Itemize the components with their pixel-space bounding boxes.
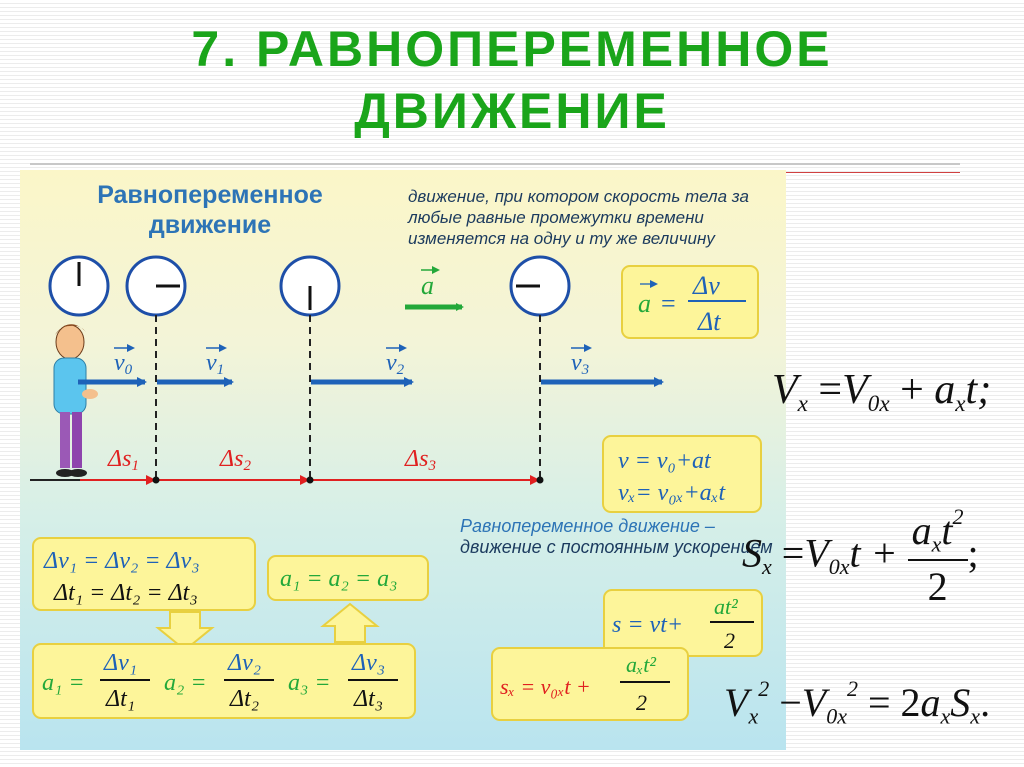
svg-text:a₃ =: a₃ = [288, 670, 331, 696]
formula-box-velocity: v = v₀+at vₓ= v₀ₓ+aₓt [602, 435, 762, 513]
svg-text:a₁ = a₂ = a₃: a₁ = a₂ = a₃ [280, 566, 397, 592]
velocity-label: v0 [114, 350, 133, 378]
svg-text:aₓt²: aₓt² [626, 652, 656, 677]
displacement-label: Δs1 [107, 446, 139, 474]
figure-heading: Равнопеременное движение [60, 180, 360, 240]
svg-text:s = vt+: s = vt+ [612, 612, 683, 638]
slide-title-line1: 7. РАВНОПЕРЕМЕННОЕ [191, 21, 833, 77]
time-point [536, 476, 544, 484]
clock-icon [125, 255, 187, 317]
motion-figure: Равнопеременное движение движение, при к… [20, 170, 786, 750]
time-point [306, 476, 314, 484]
clock-icon [509, 255, 571, 317]
title-divider [30, 163, 960, 165]
svg-text:a: a [638, 289, 651, 318]
velocity-label: v3 [571, 350, 589, 378]
svg-text:Δt₂: Δt₂ [229, 686, 259, 712]
displacement-label: Δs3 [404, 446, 436, 474]
formula-velocity-x: Vx =V0x + axt; [772, 367, 992, 417]
svg-text:Δt₁: Δt₁ [105, 686, 135, 712]
figure-definition: движение, при котором скорость тела за л… [408, 187, 749, 248]
time-point [152, 476, 160, 484]
svg-text:Δv₂: Δv₂ [227, 650, 261, 676]
svg-text:=: = [661, 289, 676, 318]
person-figure [53, 324, 98, 477]
figure-definition-2: Равнопеременное движение – движение с по… [460, 516, 780, 558]
svg-text:Δv₃: Δv₃ [351, 650, 385, 676]
formula-box-a-equal: a₁ = a₂ = a₃ [267, 555, 429, 601]
formula-box-a-ratios: a₁ = Δv₁ Δt₁ a₂ = Δv₂ Δt₂ a₃ = Δv₃ Δt₃ [32, 643, 416, 719]
motion-diagram: v0 v1 v2 v3 a Δs1 Δs2 Δs3 a = Δv Δt [30, 255, 763, 721]
svg-text:2: 2 [636, 690, 647, 715]
up-arrow-icon [320, 602, 380, 643]
title-divider-accent [760, 172, 960, 173]
clock-icon [279, 255, 341, 317]
svg-text:2: 2 [724, 628, 735, 653]
slide-title: 7. РАВНОПЕРЕМЕННОЕ ДВИЖЕНИЕ [0, 18, 1024, 142]
definition-rest: движение с постоянным ускорением [460, 537, 773, 557]
velocity-label: v1 [206, 350, 224, 378]
definition-term: Равнопеременное движение – [460, 516, 715, 536]
figure-heading-line2: движение [148, 211, 272, 239]
down-arrow-icon [155, 611, 215, 652]
acceleration-label: a [421, 271, 434, 300]
formula-box-acceleration: a = Δv Δt [621, 265, 759, 339]
formula-velocity-squared: Vx2 −V0x2 = 2axSx. [724, 676, 991, 729]
formula-box-delta: Δv₁ = Δv₂ = Δv₃ Δt₁ = Δt₂ = Δt₃ [32, 537, 256, 611]
svg-text:sₓ = v₀ₓt +: sₓ = v₀ₓt + [500, 674, 591, 699]
figure-heading-line1: Равнопеременное [97, 181, 323, 209]
svg-text:a₁ =: a₁ = [42, 670, 85, 696]
svg-text:vₓ= v₀ₓ+aₓt: vₓ= v₀ₓ+aₓt [618, 480, 727, 506]
svg-text:Δt₁ = Δt₂ = Δt₃: Δt₁ = Δt₂ = Δt₃ [53, 580, 198, 606]
svg-text:Δv: Δv [692, 271, 720, 300]
svg-text:Δt₃: Δt₃ [353, 686, 383, 712]
formula-box-sx: sₓ = v₀ₓt + aₓt² 2 [491, 647, 689, 721]
formula-box-s: s = vt+ at² 2 [603, 589, 763, 657]
svg-text:Δt: Δt [697, 307, 721, 336]
svg-text:a₂ =: a₂ = [164, 670, 207, 696]
slide-title-line2: ДВИЖЕНИЕ [354, 83, 670, 139]
svg-text:v = v₀+at: v = v₀+at [618, 448, 712, 474]
clock-icon [48, 255, 110, 317]
svg-text:Δv₁ = Δv₂ = Δv₃: Δv₁ = Δv₂ = Δv₃ [43, 548, 200, 574]
svg-text:Δv₁: Δv₁ [103, 650, 137, 676]
displacement-label: Δs2 [219, 446, 251, 474]
svg-text:at²: at² [714, 594, 738, 619]
velocity-label: v2 [386, 350, 405, 378]
